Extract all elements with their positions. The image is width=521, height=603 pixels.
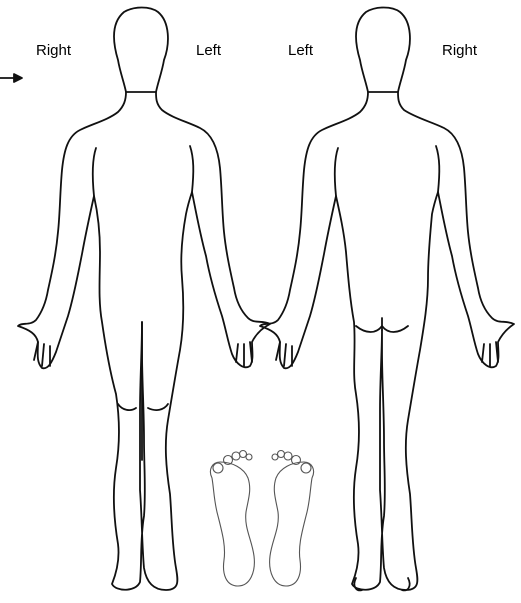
left-sole [210, 451, 254, 587]
back-body-outline [260, 8, 514, 591]
feet-soles-outline [210, 451, 313, 587]
right-sole [270, 451, 314, 587]
back-right-label: Right [442, 43, 477, 58]
back-left-label: Left [288, 43, 313, 58]
arrow-pointer-icon [0, 74, 22, 82]
front-body-outline [18, 8, 270, 591]
front-left-label: Left [196, 43, 221, 58]
front-right-label: Right [36, 43, 71, 58]
